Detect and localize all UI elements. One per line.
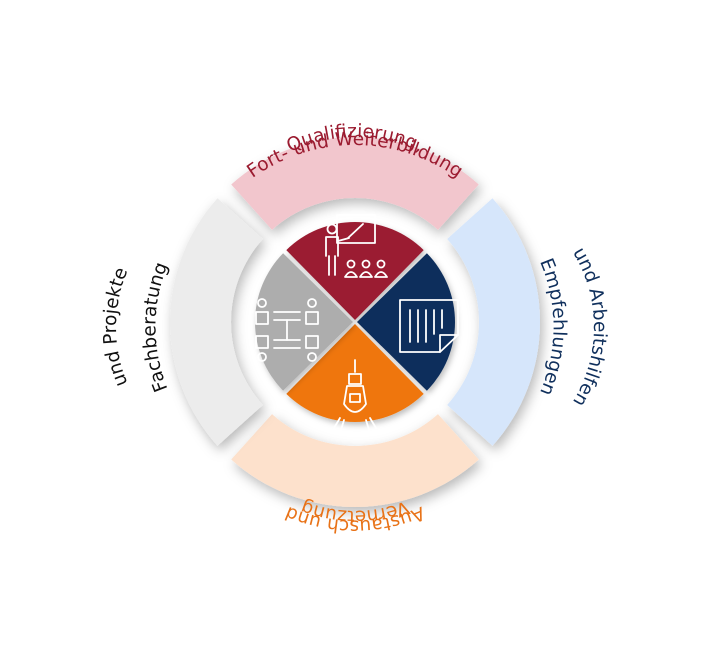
- meeting-table-icon: [255, 298, 319, 362]
- segment-outer-left: [170, 198, 263, 446]
- label-left-line1: Fachberatung: [139, 260, 172, 395]
- label-right-line1: Empfehlungen: [535, 256, 569, 399]
- segment-inner-right: [357, 253, 455, 391]
- segment-inner-bottom: [286, 324, 424, 423]
- segment-outer-bottom: [231, 414, 479, 507]
- segment-outer-right: [447, 198, 540, 446]
- label-right-line2: und Arbeitshilfen: [568, 244, 610, 410]
- presentation-board-icon: [325, 214, 388, 278]
- segment-inner-left: [255, 253, 353, 391]
- outer-ring: [170, 137, 540, 507]
- label-left-line2: und Projekte: [100, 265, 132, 390]
- document-icon: [399, 299, 459, 353]
- cable-plug-icon: [333, 359, 377, 431]
- segment-inner-top: [286, 222, 424, 320]
- segment-outer-top: [231, 137, 479, 230]
- inner-ring: [255, 222, 455, 423]
